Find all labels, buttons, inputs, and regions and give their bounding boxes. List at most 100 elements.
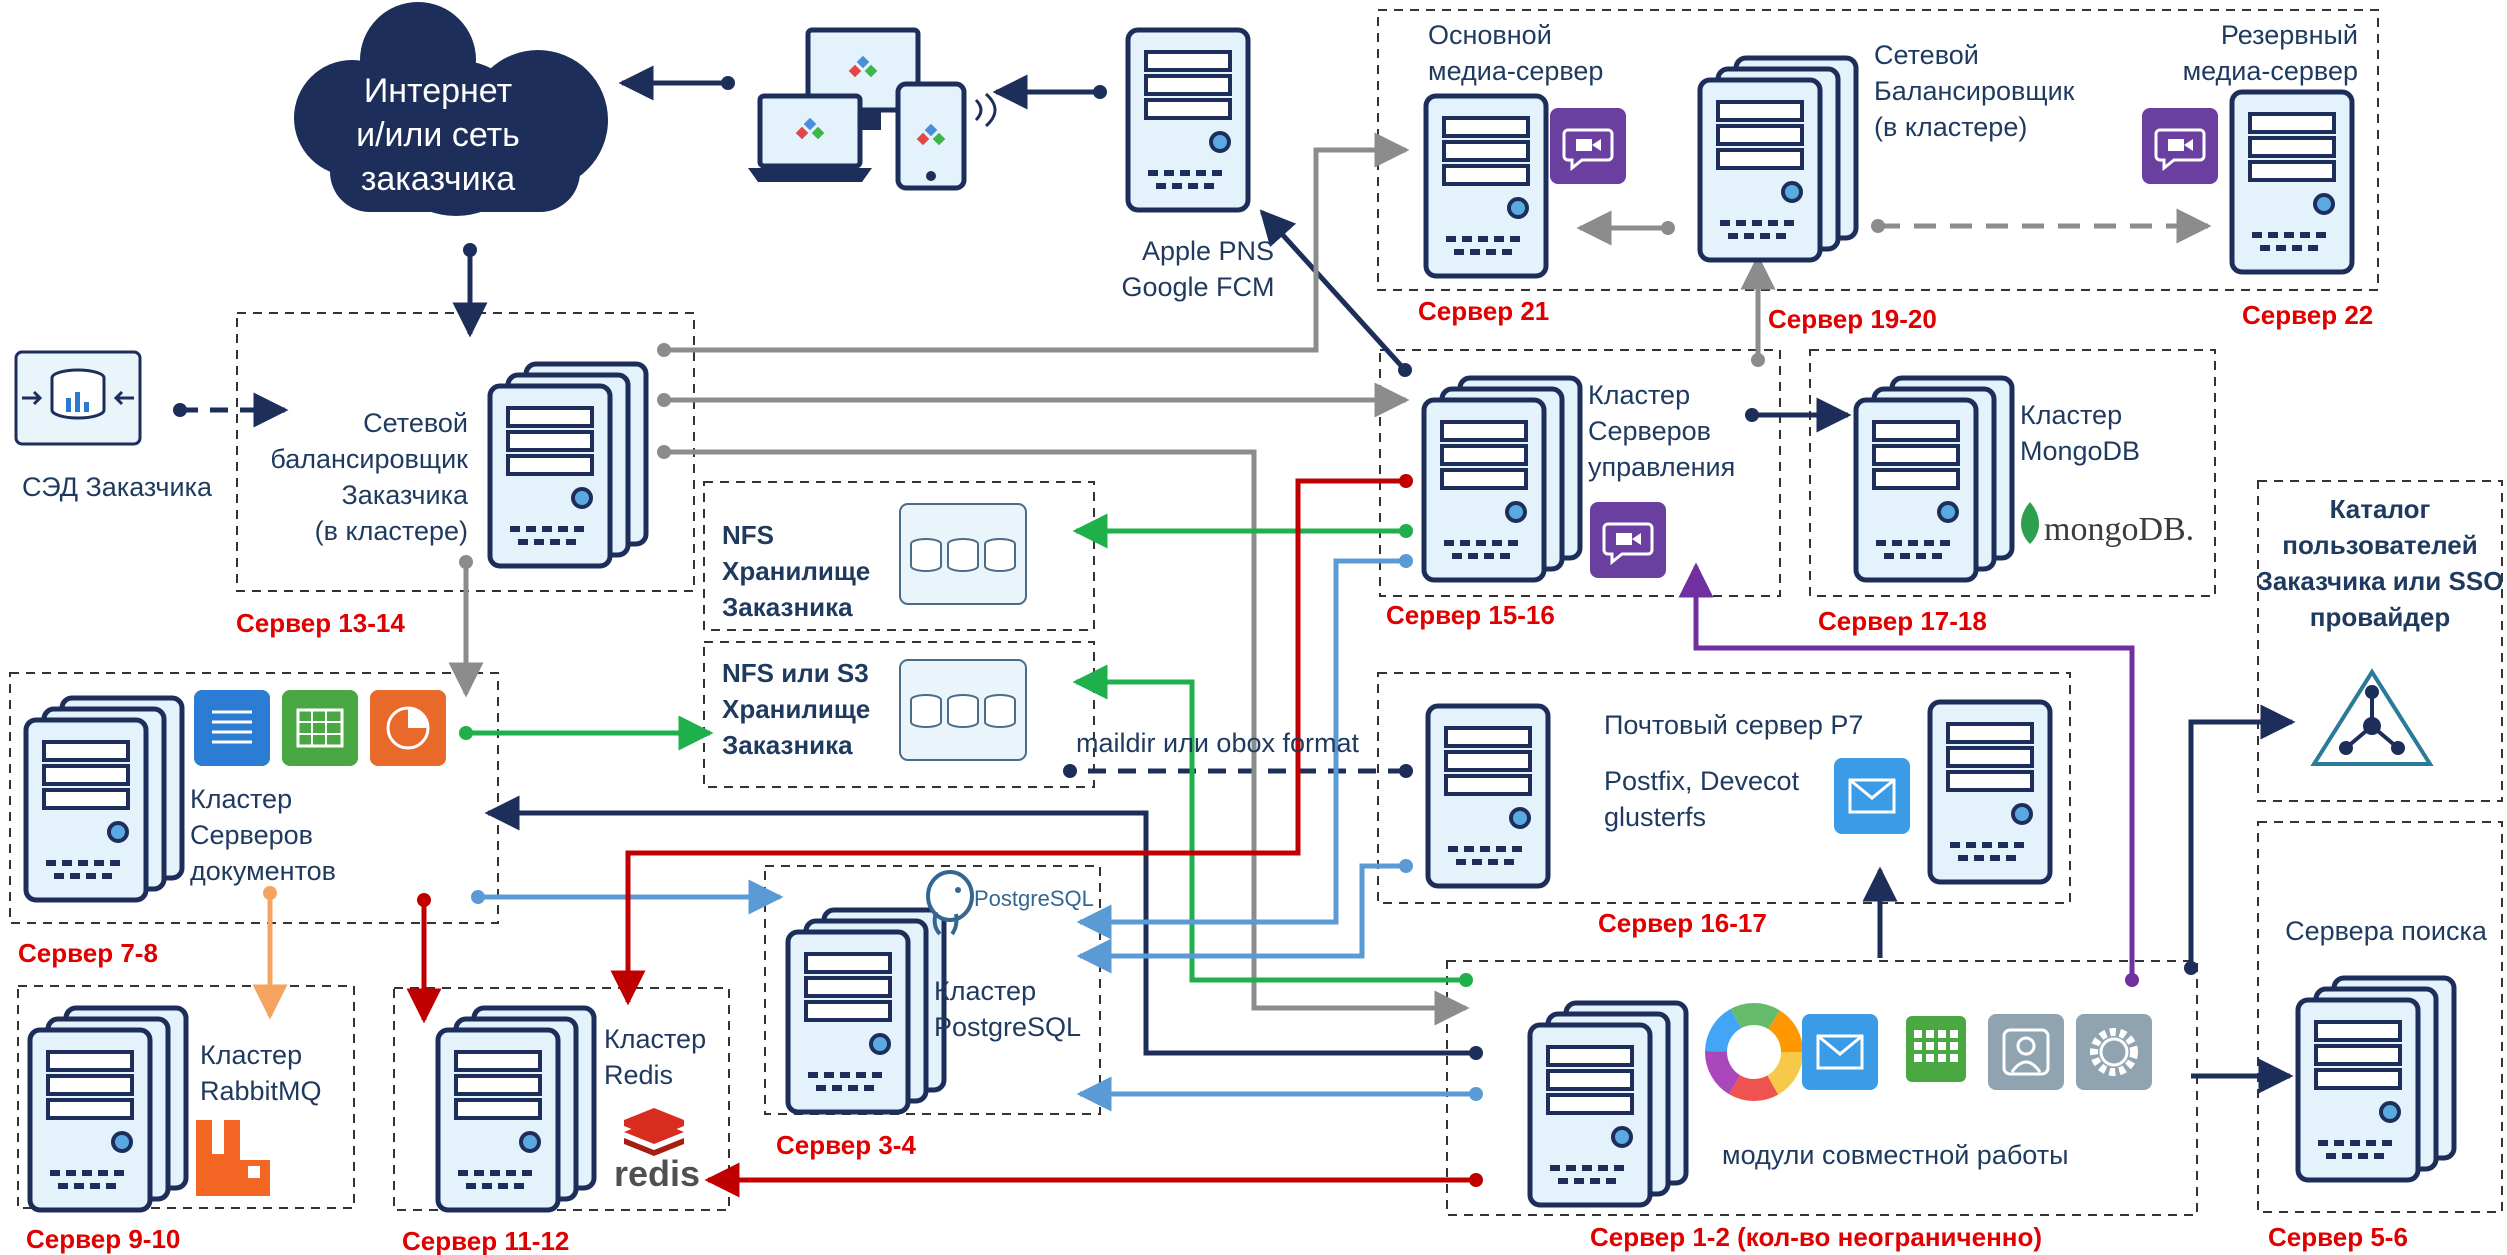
cloud-line1: Интернет [364, 72, 512, 110]
modules-catalog-arrow [2188, 704, 2296, 968]
modules-docs-arrow [484, 795, 1476, 1056]
media-balancer-line1: Сетевой [1874, 40, 1979, 70]
mongo-line1: Кластер [2020, 400, 2122, 430]
mail-line1: Почтовый сервер Р7 [1604, 710, 1863, 740]
modules-server-icon [1530, 1003, 1686, 1205]
mgmt-postgres-arrow [1076, 558, 1406, 940]
push-server-icon [1128, 30, 1248, 210]
media-main-server-icon [1426, 96, 1546, 276]
redis-server-label: Сервер 11-12 [402, 1226, 569, 1255]
push-line2: Google FCM [1121, 272, 1274, 302]
sso-network-icon [2310, 668, 2434, 766]
balancer-line4: (в кластере) [315, 516, 468, 546]
calendar-module-icon [1906, 1016, 1966, 1082]
cloud-line2: и/или сеть [356, 116, 520, 154]
catalog-line1: Каталог [2330, 494, 2431, 524]
media-main-server-label: Сервер 21 [1418, 296, 1549, 326]
redis-server-icon [438, 1008, 594, 1210]
docs-server-label: Сервер 7-8 [18, 938, 158, 968]
search-server-label: Сервер 5-6 [2268, 1222, 2408, 1252]
mongo-box [1809, 349, 2216, 597]
balancer-media-arrow [664, 132, 1410, 353]
mgmt-redis-arrow [610, 478, 1406, 1006]
mail-server-label: Сервер 16-17 [1598, 908, 1767, 938]
docs-line2: Серверов [190, 820, 313, 850]
nfs2-box [703, 641, 1095, 788]
sed-icon [14, 350, 142, 446]
mail-server-right-icon [1930, 702, 2050, 882]
media-main-video-icon [1548, 106, 1628, 186]
settings-module-icon [2076, 1014, 2152, 1090]
modules-box [1446, 960, 2198, 1216]
balancer-server-label: Сервер 13-14 [236, 608, 405, 638]
connector-dots [173, 76, 2198, 1187]
search-box [2257, 821, 2503, 1213]
balancer-line2: балансировщик [270, 444, 468, 474]
media-main-line1: Основной [1428, 20, 1552, 50]
nfs1-box [703, 481, 1095, 631]
mail-envelope-icon [1834, 758, 1910, 834]
rabbit-box [17, 985, 355, 1209]
mail-line2: Postfix, Devecot [1604, 766, 1800, 796]
mongodb-leaf-icon [2021, 502, 2039, 544]
media-main-line2: медиа-сервер [1428, 56, 1603, 86]
media-balancer-server-label: Сервер 19-20 [1768, 304, 1937, 334]
docs-text-app-icon [194, 690, 270, 766]
mongo-server-label: Сервер 17-18 [1818, 606, 1987, 636]
push-line1: Apple PNS [1142, 236, 1274, 266]
media-reserve-video-icon [2140, 106, 2220, 186]
mail-box [1377, 672, 2071, 904]
docs-server-icon [26, 698, 182, 900]
docs-line1: Кластер [190, 784, 292, 814]
cloud-line3: заказчика [361, 160, 515, 198]
mail-server-left-icon [1428, 706, 1548, 886]
nfs1-storage-icon [899, 503, 1027, 605]
postgres-server-icon [788, 910, 944, 1112]
balancer-server-icon [490, 364, 646, 566]
maildir-label: maildir или obox format [1076, 728, 1359, 758]
rabbit-server-icon [30, 1008, 186, 1210]
postgresql-elephant-icon [926, 870, 974, 936]
postgresql-logo: PostgreSQL [974, 886, 1094, 911]
media-reserve-line2: медиа-сервер [2183, 56, 2358, 86]
modules-nfs2-arrow [1072, 664, 1466, 983]
mgmt-server-label: Сервер 15-16 [1386, 600, 1555, 630]
mongo-server-icon [1856, 378, 2012, 580]
catalog-line3: Заказчика или SSO [2257, 566, 2504, 596]
catalog-line4: провайдер [2310, 602, 2450, 632]
balancer-modules-arrow [664, 449, 1470, 1026]
docs-line3: документов [190, 856, 336, 886]
rabbit-line1: Кластер [200, 1040, 302, 1070]
cloud-icon [294, 2, 608, 216]
redis-box [393, 987, 730, 1211]
mgmt-box [1379, 349, 1781, 597]
redis-stack-icon [624, 1108, 684, 1156]
devices-icon [748, 27, 997, 191]
modules-server-label: Сервер 1-2 (кол-во неограниченно) [1590, 1222, 2042, 1252]
mail-line3: glusterfs [1604, 802, 1706, 832]
mgmt-line2: Серверов [1588, 416, 1711, 446]
modules-label: модули совместной работы [1722, 1140, 2069, 1170]
postgres-server-label: Сервер 3-4 [776, 1130, 916, 1160]
mail-postgres-arrow [1076, 863, 1406, 974]
postgres-line1: Кластер [934, 976, 1036, 1006]
postgres-box [764, 865, 1101, 1115]
modules-mgmt-arrow [1678, 562, 2135, 980]
nfs2-line1: NFS или S3 [722, 658, 869, 688]
mail-module-icon [1802, 1014, 1878, 1090]
nfs1-line3: Заказника [722, 592, 853, 622]
mongodb-logo: mongoDB. [2044, 511, 2194, 548]
nfs2-line3: Заказника [722, 730, 853, 760]
media-balancer-line3: (в кластере) [1874, 112, 2027, 142]
redis-line2: Redis [604, 1060, 673, 1090]
catalog-line2: пользователей [2282, 530, 2478, 560]
docs-presentation-app-icon [370, 690, 446, 766]
nfs1-line1: NFS [722, 520, 774, 550]
media-reserve-server-label: Сервер 22 [2242, 300, 2373, 330]
media-balancer-server-icon [1700, 58, 1856, 260]
redis-line1: Кластер [604, 1024, 706, 1054]
nfs2-line2: Хранилище [722, 694, 870, 724]
docs-sheet-app-icon [282, 690, 358, 766]
rabbit-server-label: Сервер 9-10 [26, 1224, 180, 1254]
